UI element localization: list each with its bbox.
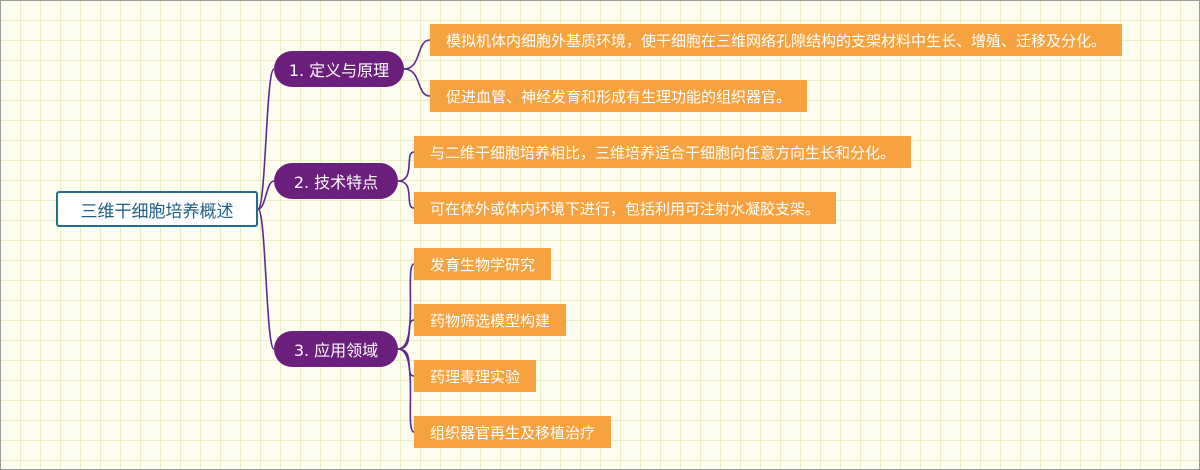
leaf-applications-1[interactable]: 发育生物学研究 <box>414 248 552 280</box>
leaf-applications-4[interactable]: 组织器官再生及移植治疗 <box>414 416 612 448</box>
leaf-definition-1[interactable]: 模拟机体内细胞外基质环境，使干细胞在三维网络孔隙结构的支架材料中生长、增殖、迁移… <box>430 24 1123 56</box>
leaf-definition-2[interactable]: 促进血管、神经发育和形成有生理功能的组织器官。 <box>430 80 808 112</box>
leaf-features-1[interactable]: 与二维干细胞培养相比，三维培养适合干细胞向任意方向生长和分化。 <box>414 136 912 168</box>
branch-features[interactable]: 2. 技术特点 <box>274 163 398 199</box>
root-topic[interactable]: 三维干细胞培养概述 <box>56 191 258 227</box>
branch-definition[interactable]: 1. 定义与原理 <box>274 51 404 87</box>
leaf-applications-2[interactable]: 药物筛选模型构建 <box>414 304 567 336</box>
leaf-applications-3[interactable]: 药理毒理实验 <box>414 360 537 392</box>
leaf-features-2[interactable]: 可在体外或体内环境下进行，包括利用可注射水凝胶支架。 <box>414 192 837 224</box>
branch-applications[interactable]: 3. 应用领域 <box>274 331 398 367</box>
